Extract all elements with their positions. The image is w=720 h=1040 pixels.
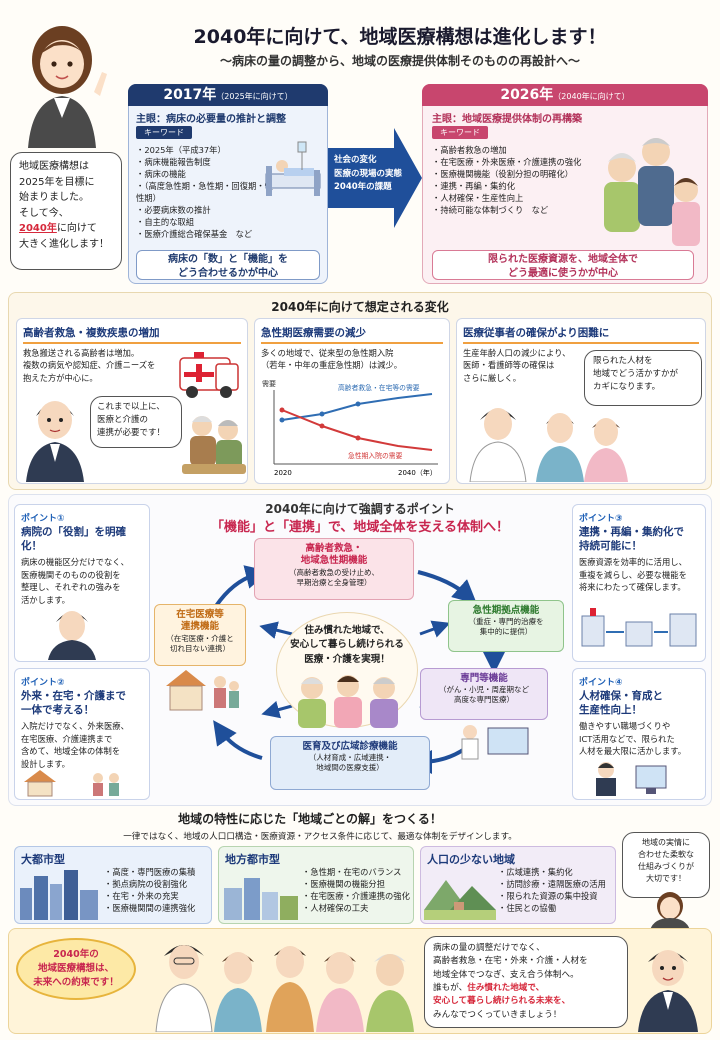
city-skyline-icon <box>20 870 98 920</box>
node-specialty: 専門等機能 （がん・小児・周産期など高度な専門医療） <box>420 668 548 720</box>
node-acute-hub: 急性期拠点機能 （重症・専門的治療を集中的に提供） <box>448 600 564 652</box>
panel-2026-summary: 限られた医療資源を、地域全体でどう最適に使うかが中心 <box>432 250 694 280</box>
point-down-2 <box>319 423 325 429</box>
change-card-title: 高齢者救急・複数疾患の増加 <box>23 325 241 344</box>
hospital-network-icon <box>581 608 697 647</box>
male-presenter-illustration <box>638 950 698 1032</box>
region-local-city-list: 急性期・在宅のバランス医療機関の機能分担在宅医療・介護連携の強化人材確保の工夫 <box>302 866 414 914</box>
focus-subtitle: 「機能」と「連携」で、地域全体を支える体制へ！ <box>210 520 510 535</box>
series-up-label: 高齢者救急・在宅等の需要 <box>338 383 420 392</box>
panel-2017-summary: 病床の「数」と「機能」をどう合わせるかが中心 <box>136 250 320 280</box>
regional-subtitle: 一律ではなく、地域の人口口構造・医療資源・アクセス条件に応じて、最適な体制をデザ… <box>123 832 517 842</box>
point-title: 人材確保・育成と生産性向上！ <box>579 690 663 716</box>
point-label: ポイント① <box>21 514 65 524</box>
transition-arrow-icon <box>328 128 422 228</box>
change-card-title: 医療従事者の確保がより困難に <box>463 325 699 344</box>
panel-2026-keywords: 高齢者救急の増加在宅医療・外来医療・介護連携の強化医療機関機能（役割分担の明確化… <box>432 144 602 216</box>
male-staff-icon <box>48 611 96 660</box>
point-up-3 <box>355 401 361 407</box>
woman-presenter-small <box>650 892 690 930</box>
chart-ylabel: 需要 <box>262 380 276 388</box>
change-card3-speech: 限られた人材を地域でどう活かすかがカギになります。 <box>584 350 702 406</box>
point-label: ポイント② <box>21 678 65 688</box>
node-home-care: 在宅医療等連携機能 （在宅医療・介護と切れ目ない連携） <box>154 604 246 666</box>
changes-title: 2040年に向けて想定される変化 <box>271 300 449 314</box>
center-goal-text: 住み慣れた地域で、安心して暮らし続けられる医療・介護を実現！ <box>290 625 404 665</box>
elderly-and-nurse-illustration <box>604 138 700 246</box>
keyword-tag: キーワード <box>432 126 488 139</box>
point-title: 連携・再編・集約化で持続可能に！ <box>579 526 684 552</box>
home-family-icon <box>24 770 119 797</box>
x-tick-end: 2040（年） <box>398 468 437 477</box>
region-rural-list: 広域連携・集約化訪問診療・遠隔医療の活用限られた資源の集中投資住民との協働 <box>498 866 618 914</box>
point-label: ポイント④ <box>579 678 623 688</box>
footer-badge: 2040年の地域医療構想は、未来への約束です！ <box>16 938 136 1000</box>
region-metro-list: 高度・専門医療の集積拠点病院の役割強化在宅・外来の充実医療機関間の連携強化 <box>104 866 210 914</box>
keyword-tag: キーワード <box>136 126 192 139</box>
series-up-line <box>281 393 433 421</box>
hospital-bed-icon <box>265 141 321 196</box>
page-title: 2040年に向けて、地域医療構想は進化します！ <box>193 26 607 48</box>
point-1-card: ポイント① 病院の「役割」を明確化！ 病床の機能区分だけでなく、医療機関そのもの… <box>14 504 150 662</box>
elderly-care-illustration <box>182 416 246 474</box>
page-subtitle: 〜病床の量の調整から、地域の医療提供体制そのものの再設計へ〜 <box>219 54 580 68</box>
panel-2026-header: 2026年（2040年に向けて） <box>422 84 708 106</box>
point-up-2 <box>319 411 325 417</box>
point-body: 入院だけでなく、外来医療、在宅医療、介護連携まで含めて、地域全体の体制を設計しま… <box>21 721 129 769</box>
panel-2026-main: 主眼：地域医療提供体制の再構築 <box>432 114 582 125</box>
region-title: 人口の少ない地域 <box>427 853 515 866</box>
node-education-wide-area: 医育及び広域診療機能 （人材育成・広域連携・地域間の医療支援） <box>270 736 430 790</box>
point-title: 外来・在宅・介護まで一体で考える！ <box>21 690 126 716</box>
doctor-monitor-icon <box>461 725 529 760</box>
point-title: 病院の「役割」を明確化！ <box>21 526 126 552</box>
demand-trend-chart: 需要 高齢者救急・在宅等の需要 急性期入院の需要 2020 2040（年） <box>262 380 438 477</box>
x-tick-start: 2020 <box>274 469 292 477</box>
change-card-body: 生産年齢人口の減少により、医師・看護師等の確保はさらに厳しく。 <box>463 348 571 383</box>
change-card-acute-demand: 急性期医療需要の減少 多くの地域で、従来型の急性期入院（若年・中年の重症急性期）… <box>254 318 450 484</box>
seniors-group-illustration <box>298 675 398 728</box>
presenter-woman-illustration <box>28 26 107 148</box>
point-up-start <box>279 417 285 423</box>
medical-staff-illustration <box>469 408 628 482</box>
change-card-body: 多くの地域で、従来型の急性期入院（若年・中年の重症急性期）は減少。 <box>261 348 403 371</box>
point-down-start <box>279 407 285 413</box>
ict-worker-icon <box>596 762 667 796</box>
panel-2017-keywords: 2025年（平成37年）病床機能報告制度病床の機能 （高度急性期・急性期・回復期… <box>136 144 276 240</box>
town-icon <box>224 878 298 920</box>
footer-message: 病床の量の調整だけでなく、高齢者救急・在宅・外来・介護・人材を地域全体でつなぎ、… <box>424 936 628 1028</box>
point-body: 医療資源を効率的に活用し、重複を減らし、必要な機能を将来にわたって確保します。 <box>579 557 687 593</box>
region-title: 地方都市型 <box>225 853 280 866</box>
series-down-label: 急性期入院の需要 <box>348 451 403 460</box>
home-care-illustration <box>166 670 239 711</box>
point-down-3 <box>355 435 361 441</box>
regional-title: 地域の特性に応じた「地域ごとの解」をつくる！ <box>178 812 442 826</box>
change-card-title: 急性期医療需要の減少 <box>261 325 443 344</box>
point-label: ポイント③ <box>579 514 623 524</box>
node-elderly-emergency: 高齢者救急・地域急性期機能 （高齢者救急の受け止め、早期治療と全身管理） <box>254 538 414 600</box>
panel-2017-header: 2017年（2025年に向けて） <box>128 84 328 106</box>
male-doctor-illustration <box>26 401 84 482</box>
change-card-body: 救急搬送される高齢者は増加。複数の病気や認知症、介護ニーズを抱えた方が中心に。 <box>23 348 156 383</box>
medical-team-illustration <box>155 945 414 1032</box>
regional-speech-bubble: 地域の実情に合わせた柔軟な仕組みづくりが大切です！ <box>622 832 710 898</box>
point-body: 病床の機能区分だけでなく、医療機関そのものの役割を整理し、それぞれの強みを活かし… <box>21 557 129 605</box>
rural-landscape-icon <box>424 880 496 920</box>
panel-2017-main: 主眼：病床の必要量の推計と調整 <box>136 114 286 125</box>
change-card1-speech: これまで以上に、医療と介護の連携が必要です！ <box>90 396 182 448</box>
ambulance-icon <box>179 352 239 398</box>
region-title: 大都市型 <box>21 853 65 866</box>
focus-title: 2040年に向けて強調するポイント <box>265 502 455 516</box>
